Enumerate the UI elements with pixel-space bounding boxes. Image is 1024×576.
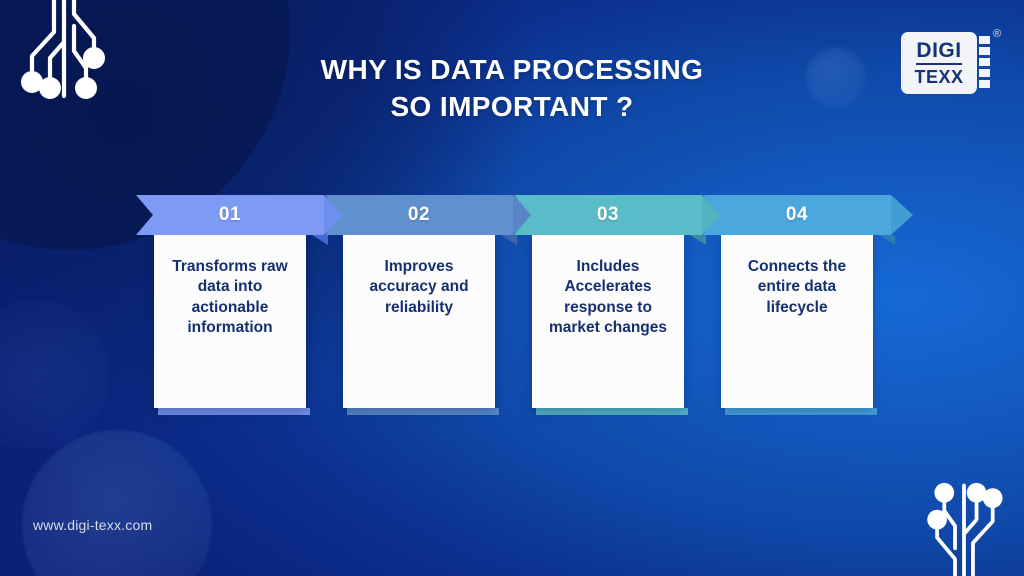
page-title-line-1: WHY IS DATA PROCESSING [320, 54, 704, 85]
step-ribbon-tail-1 [312, 235, 328, 245]
step-ribbon-tail-2 [501, 235, 517, 245]
step-number-2: 02 [407, 204, 431, 225]
step-ribbon-tail-4 [879, 235, 895, 245]
step-ribbon-tail-3 [690, 235, 706, 245]
step-panel-1: Transforms raw data into actionable info… [154, 235, 306, 408]
step-panel-2: Improves accuracy and reliability [343, 235, 495, 408]
step-accent-bar-3 [536, 408, 688, 415]
registered-trademark-icon: ® [993, 28, 1002, 40]
step-text-4: Connects the entire data lifecycle [747, 258, 847, 316]
step-ribbon-4: 04 [703, 195, 891, 235]
step-accent-bar-2 [347, 408, 499, 415]
logo-bar [979, 69, 990, 77]
logo-plate: DIGI TEXX [901, 32, 977, 94]
logo-bar [979, 36, 990, 44]
step-accent-bar-1 [158, 408, 310, 415]
logo-text-texx: TEXX [914, 67, 964, 87]
logo-text-digi: DIGI [916, 40, 962, 65]
step-text-3: Includes Accelerates response to market … [548, 258, 668, 337]
step-number-1: 01 [218, 204, 242, 225]
page-title-line-2: SO IMPORTANT ? [390, 90, 634, 122]
step-ribbon-1: 01 [136, 195, 324, 235]
step-ribbon-point-4 [891, 195, 913, 235]
digitexx-logo: DIGI TEXX ® [901, 28, 1003, 98]
step-text-2: Improves accuracy and reliability [369, 258, 469, 316]
footer-website-url: www.digi-texx.com [33, 517, 153, 533]
step-panel-4: Connects the entire data lifecycle [721, 235, 873, 408]
step-accent-bar-4 [725, 408, 877, 415]
step-panel-3: Includes Accelerates response to market … [532, 235, 684, 408]
step-number-4: 04 [785, 204, 809, 225]
logo-bar [979, 58, 990, 66]
page-title: WHY IS DATA PROCESSING SO IMPORTANT ? [0, 52, 1024, 126]
step-ribbon-2: 02 [325, 195, 513, 235]
step-ribbon-3: 03 [514, 195, 702, 235]
logo-bar [979, 80, 990, 88]
logo-bar [979, 47, 990, 55]
step-number-3: 03 [596, 204, 620, 225]
logo-bar-strip [979, 36, 990, 88]
step-text-1: Transforms raw data into actionable info… [172, 258, 288, 337]
